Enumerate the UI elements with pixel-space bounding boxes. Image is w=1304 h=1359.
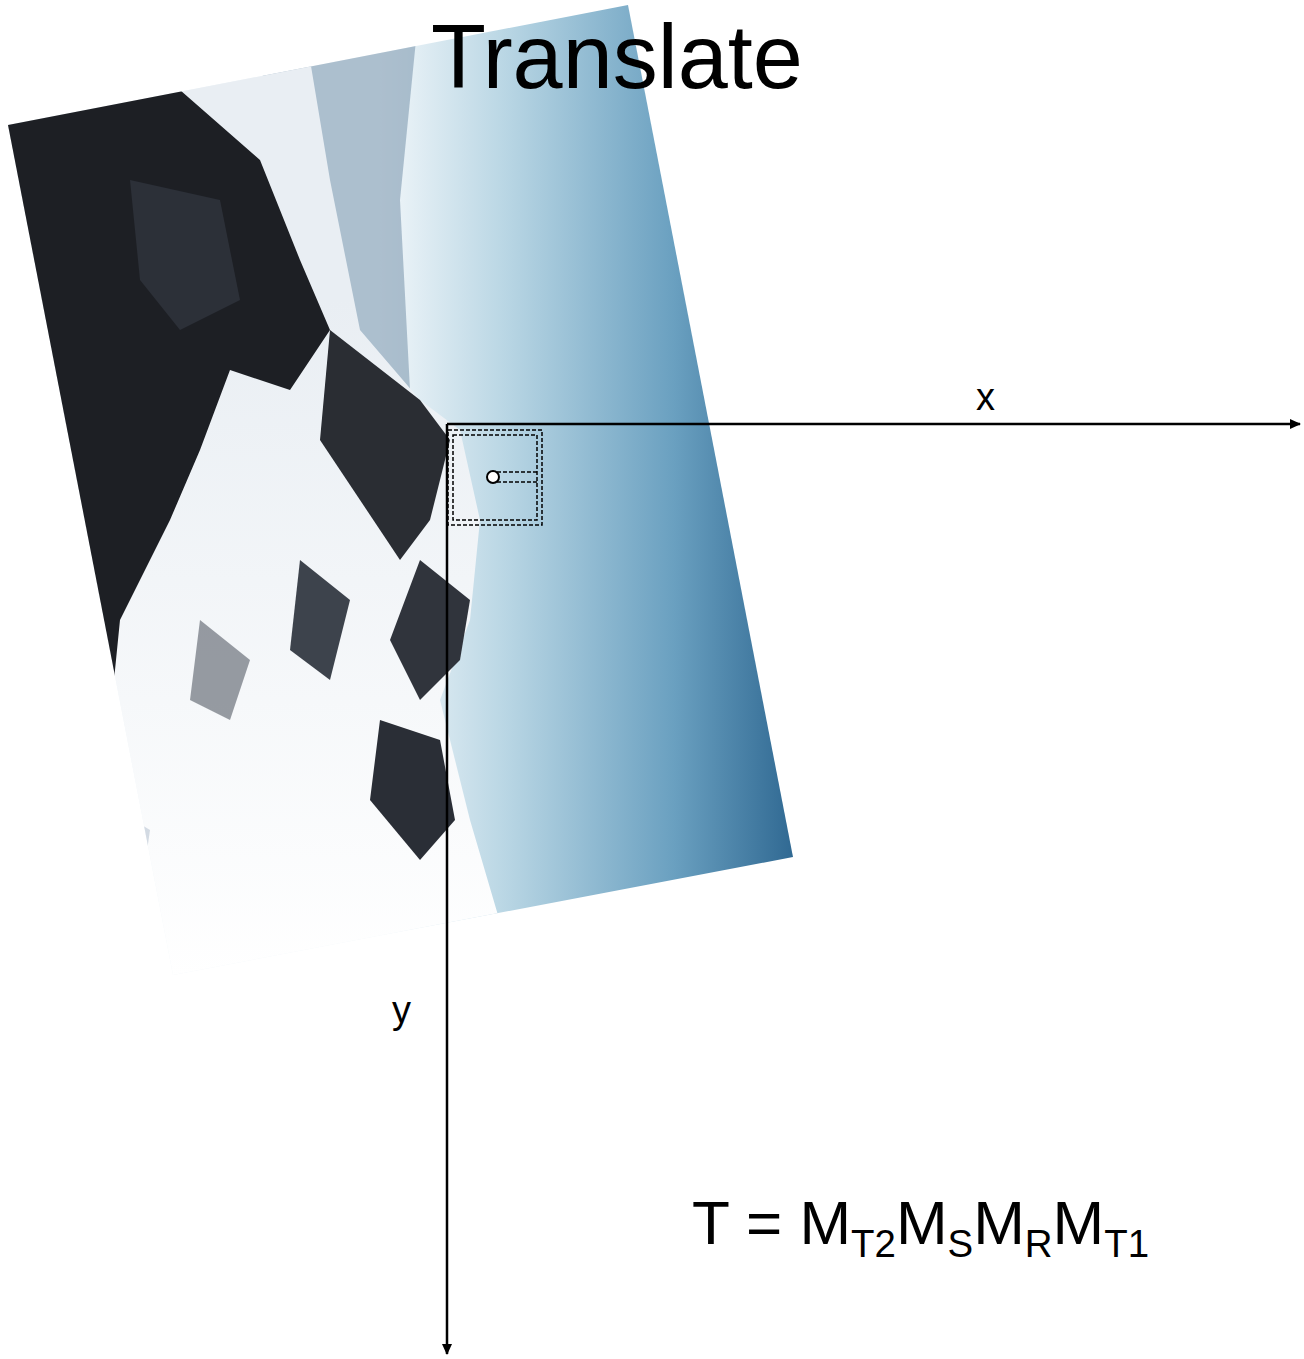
formula-subscript: T2 — [851, 1222, 896, 1265]
axis-label: y — [392, 991, 411, 1029]
y-axis — [446, 424, 449, 1354]
origin-icon — [448, 430, 542, 525]
formula-term: T = M — [692, 1188, 851, 1257]
formula-term: M — [973, 1188, 1025, 1257]
title: Translate — [431, 12, 803, 102]
formula-subscript: T1 — [1104, 1222, 1149, 1265]
x-axis — [447, 423, 1300, 426]
axis-label: x — [976, 378, 995, 416]
formula-term: M — [1053, 1188, 1105, 1257]
formula: T = MT2MSMRMT1 — [692, 1192, 1149, 1264]
formula-term: M — [896, 1188, 948, 1257]
formula-subscript: R — [1025, 1222, 1053, 1265]
mountain-photo — [0, 0, 820, 990]
origin-marker — [487, 471, 499, 483]
formula-subscript: S — [948, 1222, 974, 1265]
